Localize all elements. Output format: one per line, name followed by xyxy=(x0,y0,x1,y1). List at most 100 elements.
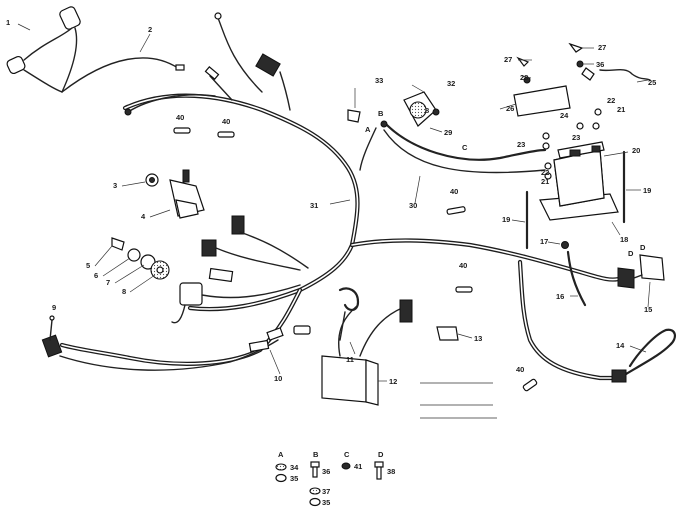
callout-20: 20 xyxy=(632,146,640,155)
callout-16: 16 xyxy=(556,292,564,301)
legend-34: 34 xyxy=(290,463,299,472)
callout-6: 6 xyxy=(94,271,98,280)
top-connector xyxy=(204,53,291,111)
callout-9: 9 xyxy=(52,303,56,312)
callout-19a: 19 xyxy=(643,186,651,195)
callout-5: 5 xyxy=(86,261,90,270)
callout-40e: 40 xyxy=(516,365,524,374)
part-2-terminal xyxy=(175,64,185,71)
callout-21b: 21 xyxy=(617,105,625,114)
part-15-relay xyxy=(617,254,665,289)
letter-c-top: C xyxy=(462,143,468,152)
callout-3: 3 xyxy=(113,181,117,190)
part-33-nut xyxy=(347,109,361,123)
callout-labels: 1 2 40 40 3 4 5 6 7 8 9 10 11 12 13 14 1… xyxy=(6,18,656,386)
callout-13: 13 xyxy=(474,334,482,343)
callout-40b: 40 xyxy=(222,117,230,126)
callout-27a: 27 xyxy=(504,55,512,64)
callout-4: 4 xyxy=(141,212,146,221)
callout-15: 15 xyxy=(644,305,652,314)
callout-1: 1 xyxy=(6,18,10,27)
hardware-legend: A 34 35 B 36 37 35 C 41 D 38 xyxy=(275,450,395,507)
callout-36b: 36 xyxy=(596,60,604,69)
legend-41: 41 xyxy=(354,462,362,471)
legend-d-bolt-shank xyxy=(376,466,382,480)
letter-d-top: D xyxy=(640,243,646,252)
legend-d-bolt-head xyxy=(374,461,384,468)
callout-40a: 40 xyxy=(176,113,184,122)
parts-5-to-8-key-switch xyxy=(111,237,170,280)
part-2-lead-wire xyxy=(61,57,179,93)
legend-b-bolt-head xyxy=(310,461,320,468)
legend-letter-a: A xyxy=(278,450,284,459)
callout-25: 25 xyxy=(648,78,656,87)
part-4-switch xyxy=(169,169,205,219)
battery-assembly xyxy=(513,42,651,250)
top-wire-eyelet xyxy=(214,12,222,20)
legend-37: 37 xyxy=(322,487,330,496)
callout-19b: 19 xyxy=(502,215,510,224)
callout-24: 24 xyxy=(560,111,569,120)
part-9-plug xyxy=(41,315,63,358)
part-13-bracket xyxy=(436,326,459,341)
pigtail-wire xyxy=(127,94,216,113)
callout-8: 8 xyxy=(122,287,126,296)
harness-connectors xyxy=(171,215,311,335)
legend-letter-c: C xyxy=(344,450,350,459)
callout-40d: 40 xyxy=(459,261,467,270)
callout-8b: 8 xyxy=(425,106,429,115)
callout-30: 30 xyxy=(409,201,417,210)
part-3-grommet xyxy=(145,173,159,187)
letter-d-top-2: D xyxy=(628,249,634,258)
legend-b-lockwasher xyxy=(309,487,321,495)
callout-31: 31 xyxy=(310,201,318,210)
callout-28: 28 xyxy=(520,73,528,82)
pigtail-terminal xyxy=(124,108,132,116)
fuse-clips-40 xyxy=(173,127,538,392)
legend-38: 38 xyxy=(387,467,395,476)
letter-b-top: B xyxy=(378,109,384,118)
blank-lines xyxy=(420,382,497,419)
callout-leaders xyxy=(17,23,651,382)
callout-26: 26 xyxy=(506,104,514,113)
callout-11: 11 xyxy=(346,355,354,364)
callout-2: 2 xyxy=(148,25,152,34)
callout-23b: 23 xyxy=(572,133,580,142)
part-32-solenoid xyxy=(403,91,440,127)
callout-29: 29 xyxy=(444,128,452,137)
legend-b-bolt-shank xyxy=(312,466,318,478)
callout-18: 18 xyxy=(620,235,628,244)
callout-33: 33 xyxy=(375,76,383,85)
callout-14: 14 xyxy=(616,341,625,350)
legend-a-lockwasher xyxy=(275,463,287,471)
letter-a-top: A xyxy=(365,125,371,134)
callout-40c: 40 xyxy=(450,187,458,196)
callout-10: 10 xyxy=(274,374,282,383)
callout-32: 32 xyxy=(447,79,455,88)
callout-23a: 23 xyxy=(517,140,525,149)
callout-17: 17 xyxy=(540,237,548,246)
callout-27b: 27 xyxy=(598,43,606,52)
legend-a-washer xyxy=(275,473,287,483)
callout-22b: 22 xyxy=(607,96,615,105)
callout-22a: 22 xyxy=(541,168,549,177)
callout-7: 7 xyxy=(106,278,110,287)
legend-letter-b: B xyxy=(313,450,319,459)
callout-12: 12 xyxy=(389,377,397,386)
part-14-strap xyxy=(611,328,676,383)
part-10-wiring xyxy=(59,327,284,371)
legend-b-washer xyxy=(309,497,321,507)
top-wire xyxy=(217,17,263,93)
battery-cables xyxy=(359,120,547,174)
legend-c-nut xyxy=(341,462,351,470)
legend-35a: 35 xyxy=(290,474,298,483)
legend-35b: 35 xyxy=(322,498,330,507)
main-harness xyxy=(59,93,625,381)
part-12-module xyxy=(321,299,413,406)
part-1-light xyxy=(6,6,81,93)
legend-36: 36 xyxy=(322,467,330,476)
callout-21a: 21 xyxy=(541,177,549,186)
part-16-cable xyxy=(566,250,587,307)
legend-letter-d: D xyxy=(378,450,384,459)
